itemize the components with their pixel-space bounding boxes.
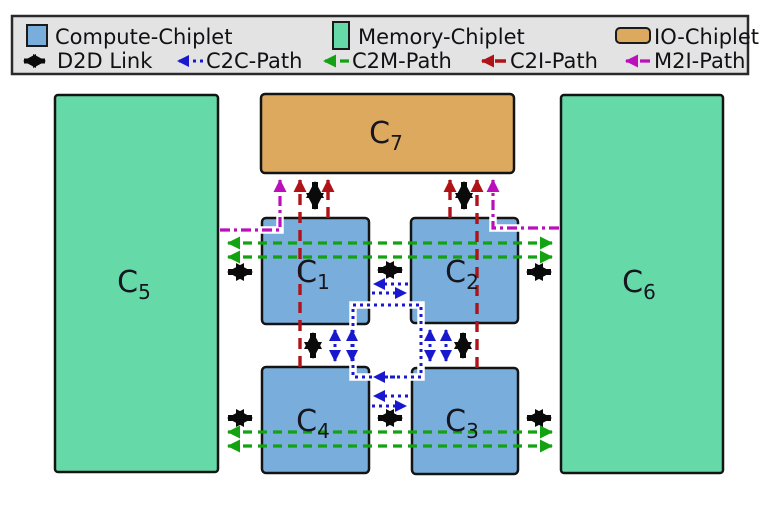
- legend-label-memory: Memory-Chiplet: [358, 25, 525, 49]
- chiplet-c5-box: [53, 93, 220, 474]
- chiplet-c4-label: C4: [296, 404, 330, 443]
- chiplet-c7-box: [259, 92, 516, 175]
- legend-label-d2d: D2D Link: [57, 49, 153, 73]
- c2m-paths: [227, 236, 553, 453]
- chiplet-c6-box: [559, 93, 725, 475]
- d2d-links: [227, 181, 552, 427]
- legend: Compute-Chiplet Memory-Chiplet IO-Chiple…: [10, 14, 759, 76]
- m2i-path-c5-to-c7: [220, 179, 287, 232]
- chiplet-c3-label: C3: [445, 404, 479, 443]
- legend-label-io: IO-Chiplet: [654, 25, 759, 49]
- legend-label-c2c: C2C-Path: [206, 49, 302, 73]
- chiplet-c1-label: C1: [296, 255, 330, 294]
- legend-label-compute: Compute-Chiplet: [55, 25, 232, 49]
- io-swatch: [615, 27, 651, 44]
- c2i-paths: [293, 179, 484, 368]
- chiplet-c2-label: C2: [445, 255, 479, 294]
- legend-label-c2m: C2M-Path: [352, 49, 452, 73]
- chiplet-c7-label: C7: [369, 116, 403, 155]
- c2c-paths: [329, 278, 452, 412]
- chiplet-c5-label: C5: [117, 265, 151, 304]
- compute-swatch: [26, 24, 48, 47]
- m2i-path-c6-to-c7: [486, 179, 559, 230]
- memory-swatch: [332, 21, 350, 50]
- m2i-paths: [220, 179, 559, 234]
- legend-label-c2i: C2I-Path: [510, 49, 598, 73]
- chiplet-labels: C5 C6 C7 C1 C2 C3 C4: [117, 116, 656, 443]
- chiplet-c6-label: C6: [622, 265, 656, 304]
- legend-label-m2i: M2I-Path: [654, 49, 745, 73]
